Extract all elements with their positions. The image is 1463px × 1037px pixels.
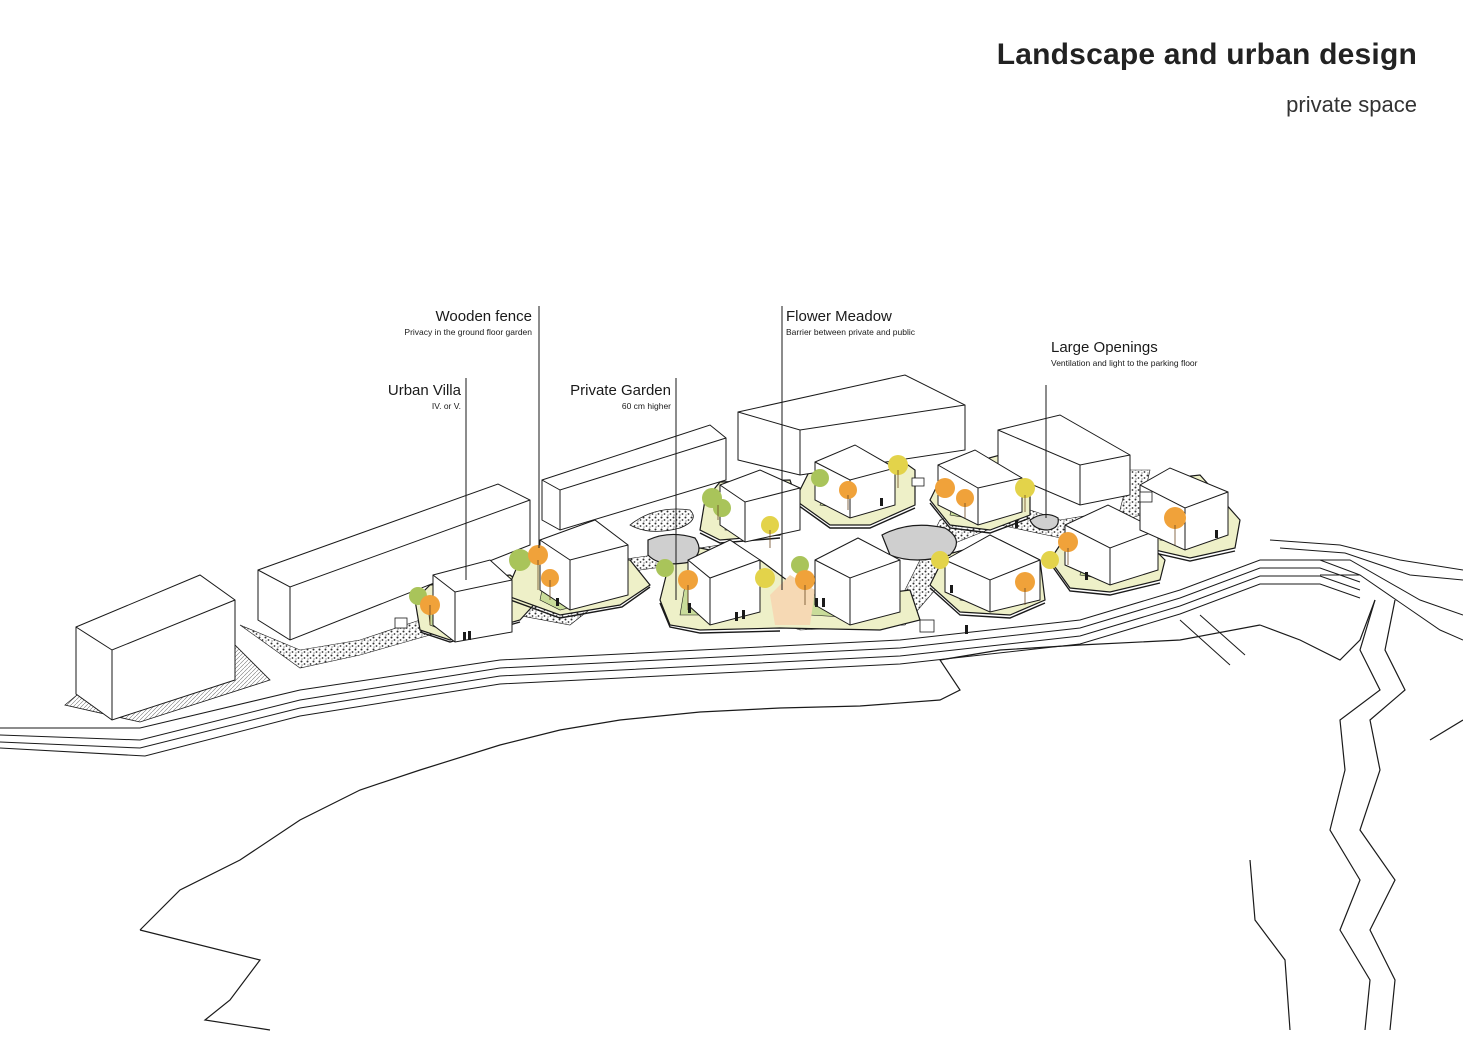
label-large-openings: Large Openings Ventilation and light to …: [1051, 339, 1198, 368]
label-private-garden-title: Private Garden: [570, 382, 671, 399]
tree-cluster-3: [811, 455, 1035, 518]
trees: [409, 455, 1186, 625]
promenade: [0, 539, 1463, 757]
site-furniture: [394, 477, 1153, 633]
water-outline: [139, 599, 1463, 1031]
tree-cluster-4: [931, 507, 1186, 605]
label-urban-villa-title: Urban Villa: [387, 382, 461, 399]
label-wooden-fence-title: Wooden fence: [435, 308, 532, 325]
label-large-openings-subtitle: Ventilation and light to the parking flo…: [1051, 358, 1198, 368]
label-wooden-fence: Wooden fence Privacy in the ground floor…: [404, 308, 532, 337]
label-large-openings-title: Large Openings: [1051, 339, 1158, 356]
urban-villas: [432, 444, 1229, 643]
label-flower-meadow: Flower Meadow Barrier between private an…: [786, 308, 915, 337]
label-private-garden-subtitle: 60 cm higher: [621, 401, 671, 411]
label-flower-meadow-subtitle: Barrier between private and public: [786, 327, 915, 337]
label-urban-villa-subtitle: IV. or V.: [431, 401, 461, 411]
page-title: Landscape and urban design: [996, 38, 1417, 71]
label-urban-villa: Urban Villa IV. or V.: [388, 382, 461, 411]
tree-cluster-1: [409, 545, 559, 625]
tree-cluster-2: [656, 488, 815, 610]
leader-lines: [465, 306, 1047, 600]
label-private-garden: Private Garden 60 cm higher: [570, 382, 671, 411]
label-flower-meadow-title: Flower Meadow: [786, 308, 892, 325]
page-subtitle: private space: [1286, 92, 1417, 117]
people-silhouettes: [463, 498, 1218, 640]
label-wooden-fence-subtitle: Privacy in the ground floor garden: [404, 327, 532, 337]
gravel-blob: [629, 508, 694, 532]
